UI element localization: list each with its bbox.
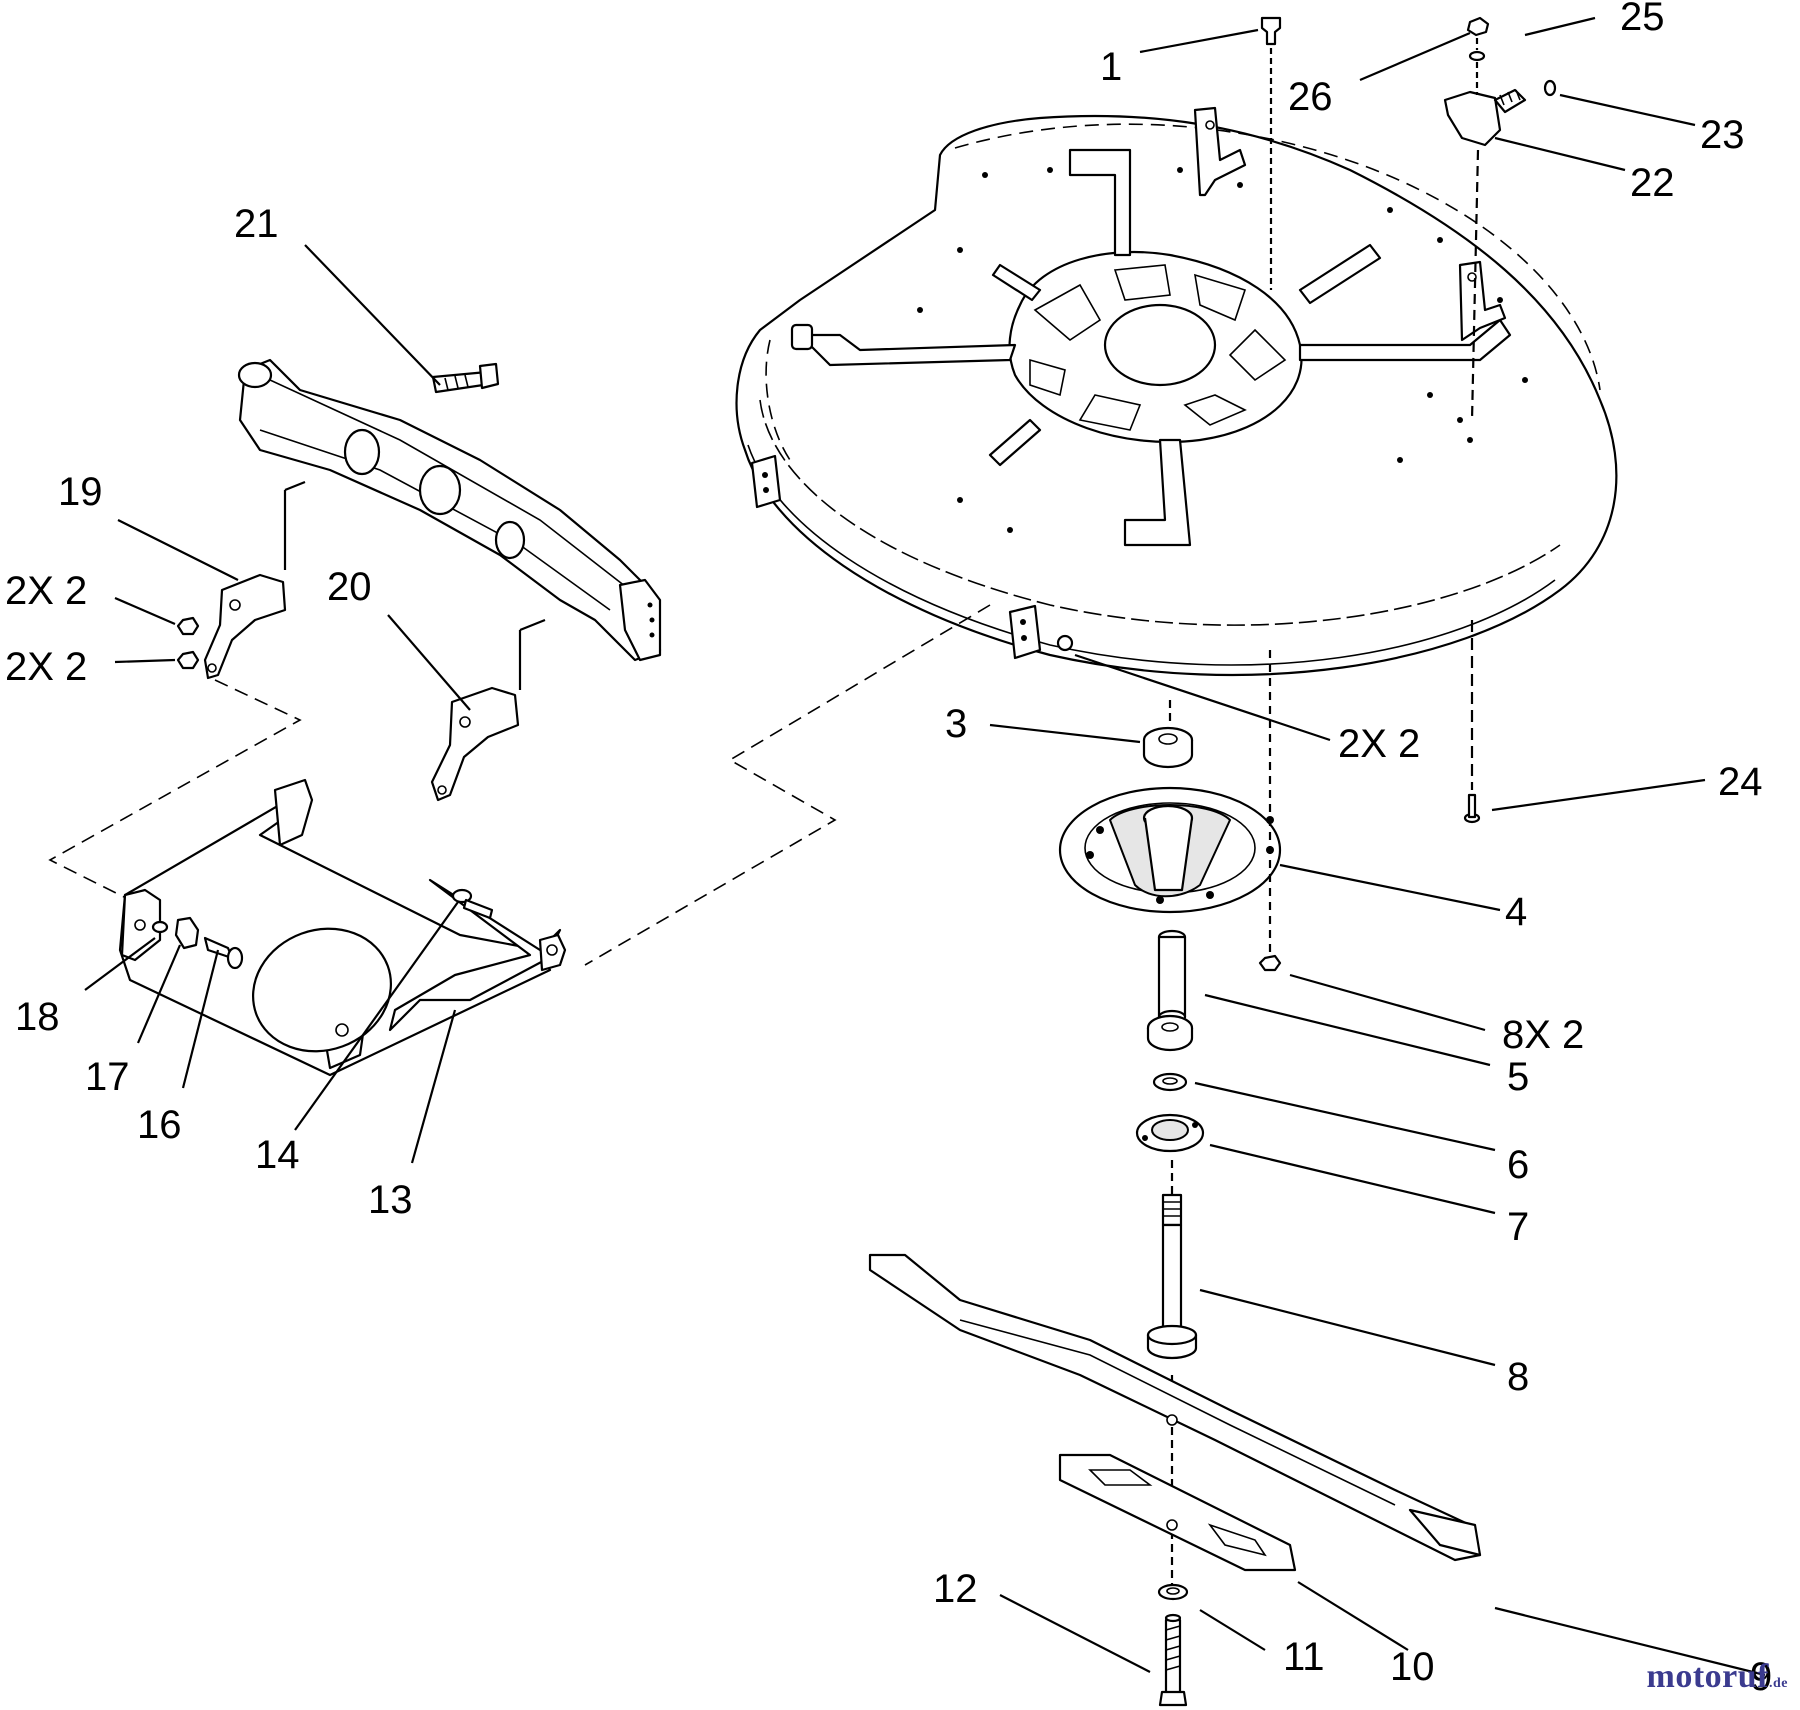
deck-wheel-bracket-assembly bbox=[1443, 16, 1557, 421]
callout-13: 13 bbox=[368, 1178, 413, 1222]
watermark-suffix: .de bbox=[1769, 1676, 1788, 1691]
callout-labels: 1 25 26 23 22 21 19 2X 2 2X 2 20 2X 2 3 … bbox=[5, 0, 1772, 1699]
callout-6: 6 bbox=[1507, 1143, 1529, 1187]
callout-9: 9 bbox=[1750, 1655, 1772, 1699]
callout-10: 10 bbox=[1390, 1645, 1435, 1689]
pin-23 bbox=[1543, 79, 1557, 97]
bracket-20 bbox=[430, 618, 546, 802]
deck-spider-plate bbox=[798, 148, 1512, 547]
bolt-14 bbox=[451, 888, 494, 920]
washer-25 bbox=[1468, 50, 1486, 62]
callout-8: 8 bbox=[1507, 1355, 1529, 1399]
nut-8x2 bbox=[1258, 954, 1282, 972]
callout-26: 26 bbox=[1288, 75, 1333, 119]
callout-2x2-c: 2X 2 bbox=[1338, 722, 1420, 766]
callout-16: 16 bbox=[137, 1103, 182, 1147]
callout-17: 17 bbox=[85, 1055, 130, 1099]
callout-22: 22 bbox=[1630, 161, 1675, 205]
bolt-24 bbox=[1463, 620, 1481, 824]
mower-deck bbox=[735, 106, 1618, 677]
assembly-dashed-lines bbox=[48, 604, 991, 966]
spindle-housing-4 bbox=[1058, 786, 1282, 914]
deck-side-bracket-left bbox=[750, 323, 814, 509]
callout-11: 11 bbox=[1283, 1635, 1325, 1679]
callout-8x2: 8X 2 bbox=[1502, 1013, 1584, 1057]
callout-20: 20 bbox=[327, 565, 372, 609]
bracket-19 bbox=[203, 480, 306, 680]
callout-19: 19 bbox=[58, 470, 103, 514]
callout-3: 3 bbox=[945, 702, 967, 746]
callout-7: 7 bbox=[1507, 1205, 1529, 1249]
spindle-shaft-8 bbox=[1146, 1193, 1198, 1360]
callout-2x2-b: 2X 2 bbox=[5, 645, 87, 689]
callout-5: 5 bbox=[1507, 1055, 1529, 1099]
callout-1: 1 bbox=[1100, 45, 1122, 89]
callout-4: 4 bbox=[1505, 890, 1527, 934]
deck-side-bracket-front bbox=[1008, 604, 1074, 660]
callout-23: 23 bbox=[1700, 113, 1745, 157]
bolt-12 bbox=[1158, 1613, 1188, 1707]
callout-leaders bbox=[84, 16, 1766, 1677]
spindle-assembly bbox=[1058, 650, 1282, 1585]
spring-22 bbox=[1493, 88, 1527, 114]
bolt-1 bbox=[1260, 16, 1282, 290]
blade-9 bbox=[868, 1253, 1482, 1562]
callout-12: 12 bbox=[933, 1567, 978, 1611]
deck-mounting-holes bbox=[917, 167, 1528, 533]
nuts-2x2-left bbox=[176, 616, 200, 670]
bearing-3 bbox=[1142, 726, 1194, 769]
callout-24: 24 bbox=[1718, 760, 1763, 804]
deck-top-bracket-right bbox=[1458, 260, 1507, 342]
lift-arm-assembly bbox=[237, 358, 662, 662]
bearing-lower bbox=[1146, 1014, 1194, 1052]
fasteners-16-17-18 bbox=[151, 916, 244, 970]
hitch-plate-13 bbox=[118, 778, 567, 1077]
callout-2x2-a: 2X 2 bbox=[5, 569, 87, 613]
watermark-logo: motoruf.de bbox=[1647, 1658, 1788, 1696]
washer-6 bbox=[1152, 1072, 1188, 1092]
bracket-22 bbox=[1443, 90, 1502, 147]
callout-18: 18 bbox=[15, 995, 60, 1039]
cap-7 bbox=[1135, 1113, 1205, 1153]
deck-top-bracket-left bbox=[1193, 106, 1247, 197]
callout-14: 14 bbox=[255, 1133, 300, 1177]
watermark-text: motoruf bbox=[1646, 1658, 1769, 1695]
spacer-sleeve-5 bbox=[1157, 929, 1187, 1025]
washer-11 bbox=[1157, 1583, 1189, 1601]
blade-adapter-10 bbox=[1058, 1453, 1297, 1572]
nut-26 bbox=[1466, 16, 1490, 37]
bolt-21 bbox=[431, 362, 500, 394]
callout-21: 21 bbox=[234, 202, 279, 246]
callout-25: 25 bbox=[1620, 0, 1665, 39]
